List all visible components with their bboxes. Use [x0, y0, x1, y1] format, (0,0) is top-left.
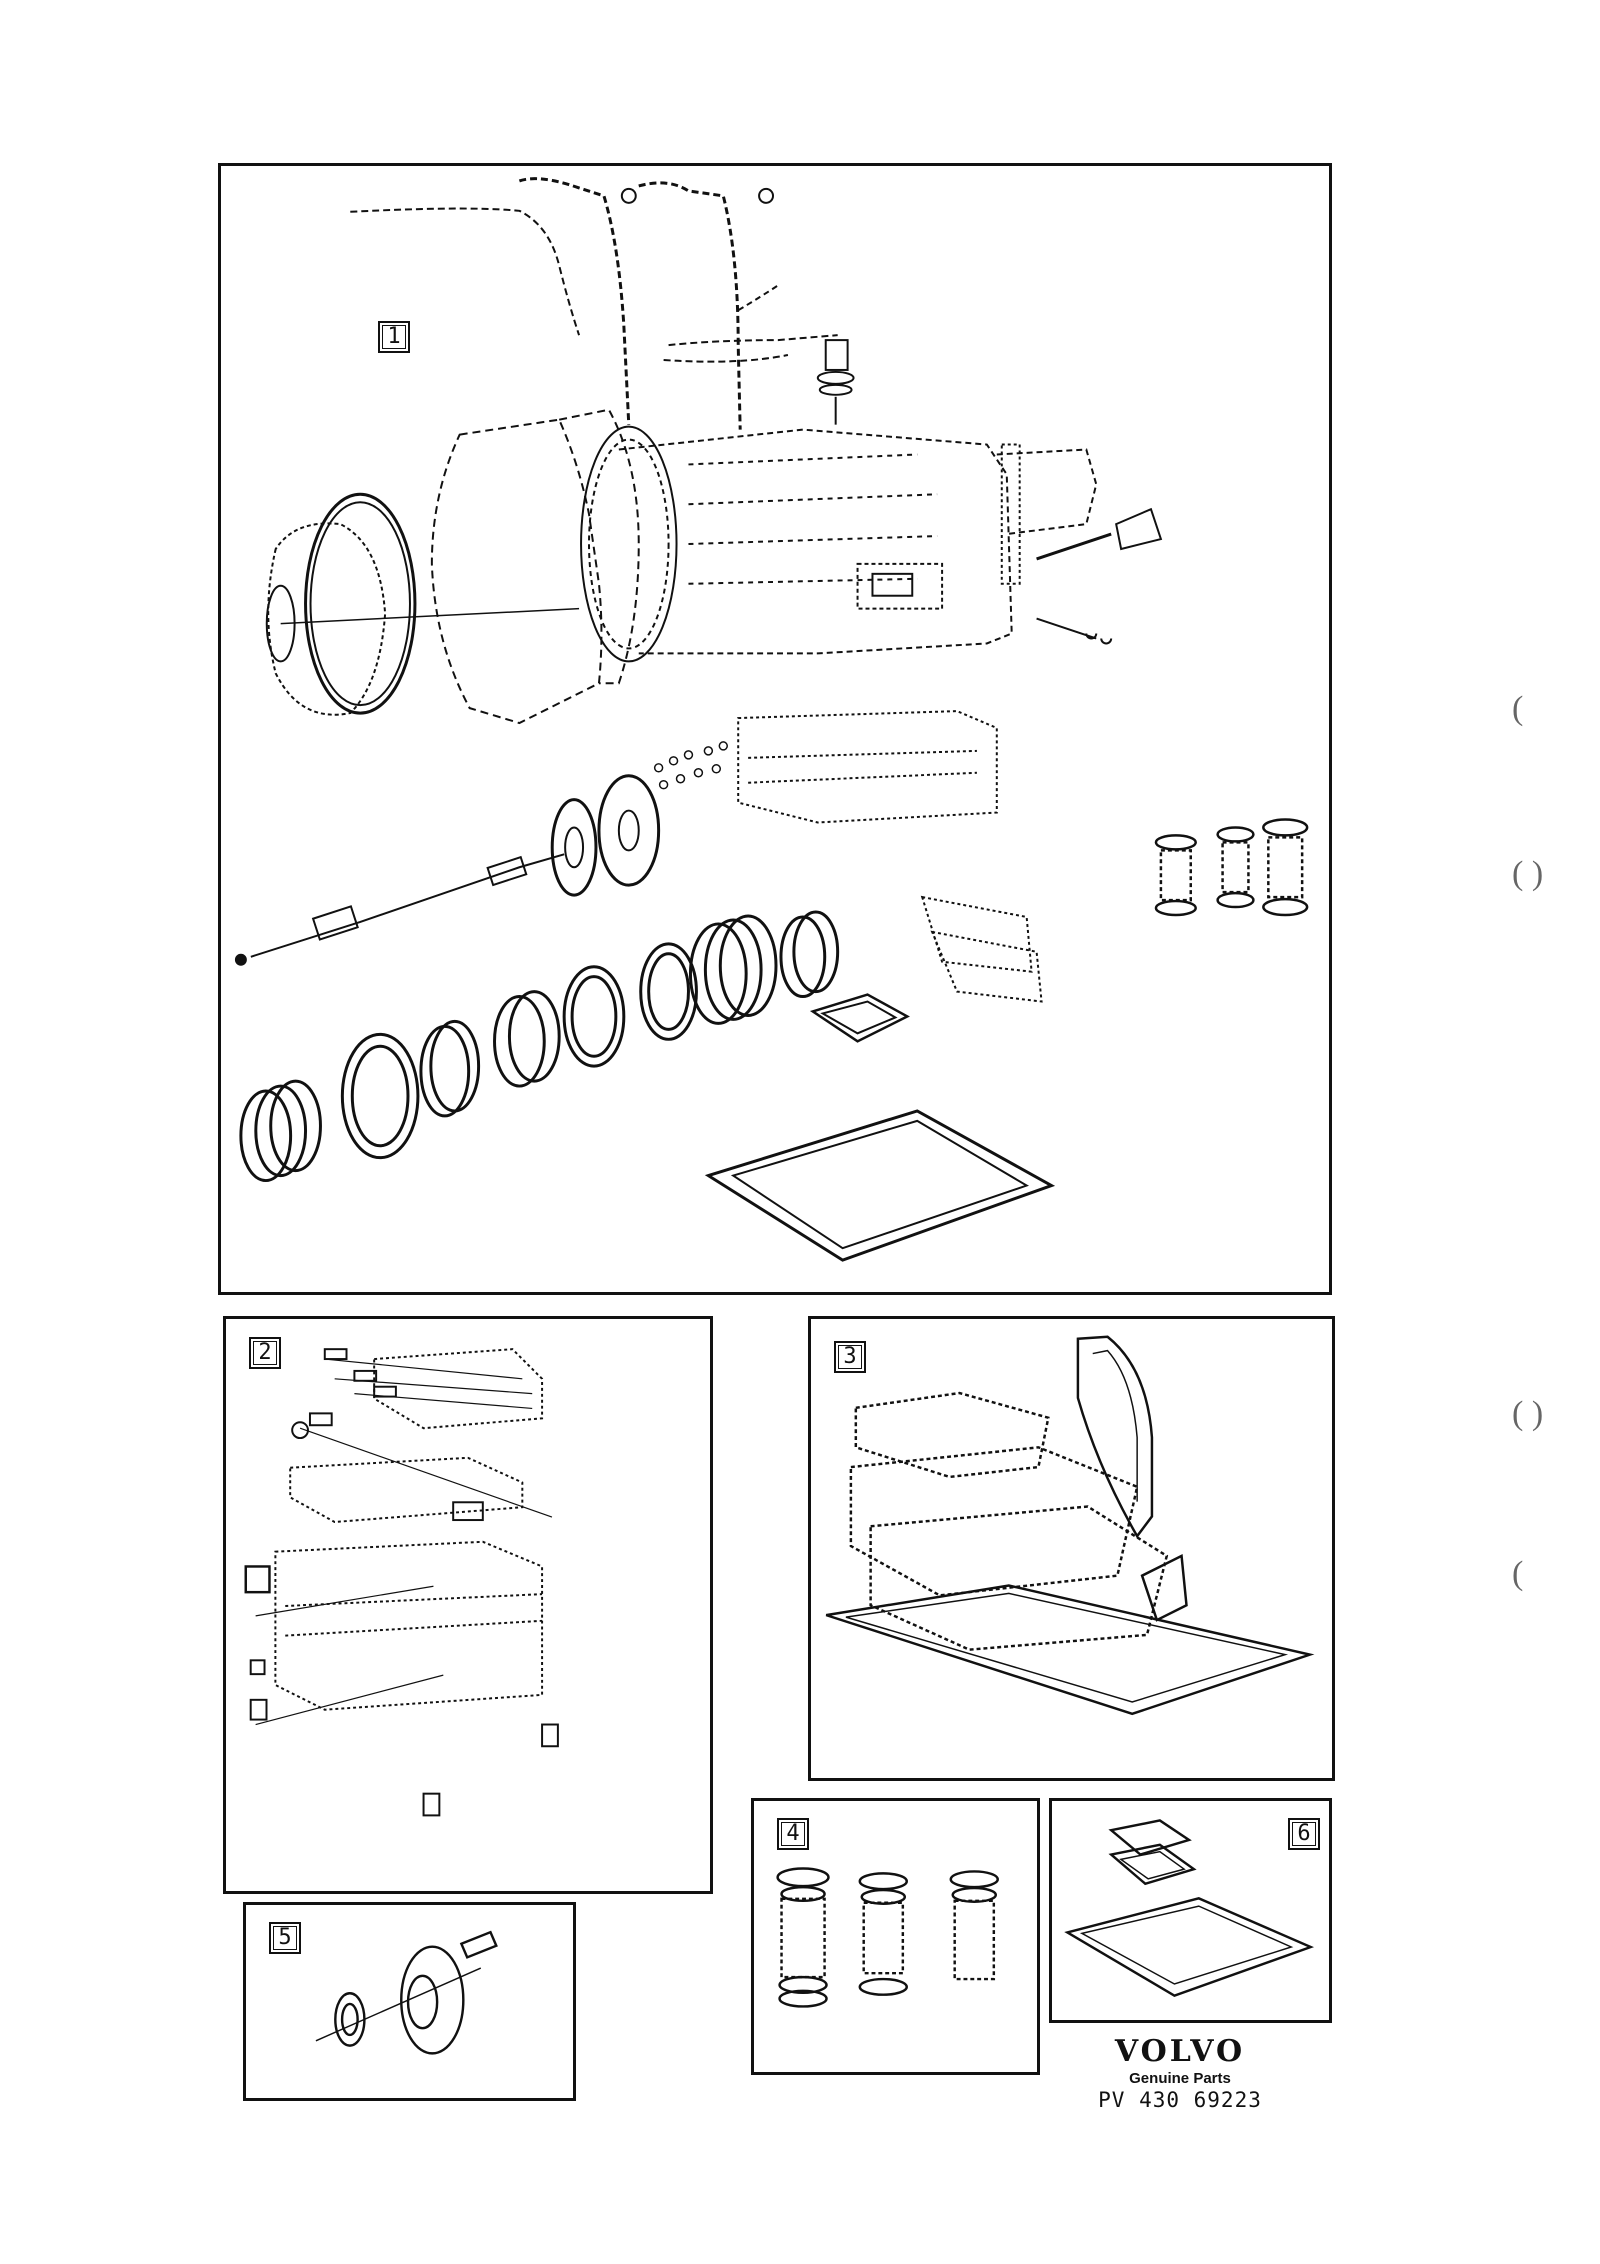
- seal-kit-drawing: [315, 1930, 498, 2055]
- servo-pistons-drawing: [776, 1867, 999, 2008]
- panel-4-servo-pistons: 4: [751, 1798, 1040, 2075]
- panel-1-transmission-overview: 1: [218, 163, 1332, 1295]
- panel-1-number: 1: [378, 321, 410, 353]
- margin-mark-2: ( ): [1512, 855, 1544, 892]
- margin-mark-1: (: [1512, 690, 1524, 727]
- panel-6-pan-gasket: 6: [1049, 1798, 1332, 2023]
- panel-4-number: 4: [777, 1818, 809, 1850]
- pan-gasket-drawing: [1064, 1819, 1315, 1998]
- panel-3-gasket-set: 3: [808, 1316, 1335, 1781]
- panel-5-seal-kit: 5: [243, 1902, 576, 2101]
- valve-body-exploded-drawing: [244, 1348, 559, 1817]
- panel-2-valve-body: 2: [223, 1316, 713, 1894]
- part-number-code: PV 430 69223: [1098, 2088, 1262, 2112]
- panel-5-number: 5: [269, 1922, 301, 1954]
- panel-3-number: 3: [834, 1341, 866, 1373]
- panel-2-number: 2: [249, 1337, 281, 1369]
- margin-mark-3: ( ): [1512, 1395, 1544, 1432]
- panel-6-number: 6: [1288, 1818, 1320, 1850]
- brand-block: VOLVO Genuine Parts PV 430 69223: [1060, 2034, 1300, 2113]
- gasket-set-drawing: [825, 1335, 1315, 1716]
- brand-tagline: Genuine Parts: [1129, 2070, 1231, 2087]
- transmission-exploded-drawing: [234, 177, 1309, 1262]
- margin-mark-4: (: [1512, 1555, 1524, 1592]
- volvo-logo: VOLVO: [1114, 2034, 1246, 2069]
